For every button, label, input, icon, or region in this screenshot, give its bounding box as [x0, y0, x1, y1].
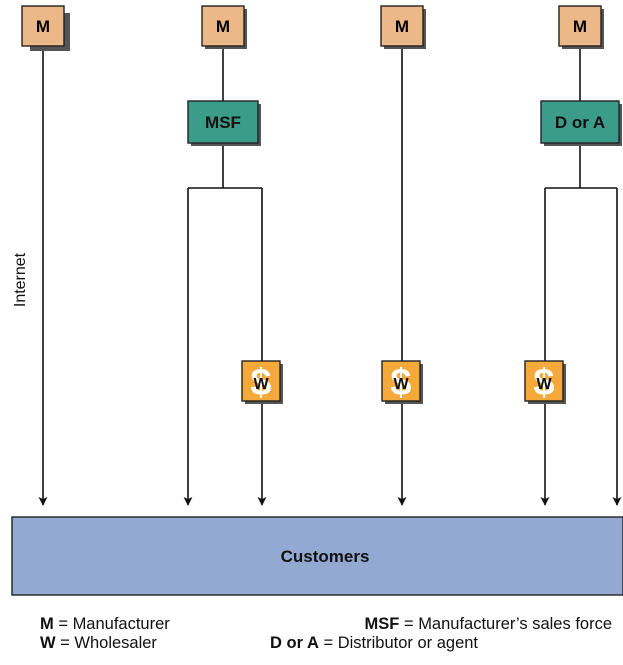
customers-label: Customers: [281, 547, 370, 566]
dollar-sign-icon: $: [250, 362, 271, 404]
wholesaler-label: W: [393, 376, 409, 393]
sales-force-box: MSF: [187, 100, 261, 146]
manufacturer-box-1: M: [21, 5, 70, 51]
wholesaler-label: W: [536, 376, 552, 393]
legend-item-wholesaler: W = Wholesaler: [40, 634, 170, 653]
manufacturer-box-2: M: [201, 5, 247, 49]
legend-sep: =: [399, 615, 419, 633]
wholesaler-box-3: $ W: [524, 360, 566, 404]
wholesaler-label: W: [253, 376, 269, 393]
legend-meaning: Wholesaler: [74, 634, 157, 652]
manufacturer-box-4: M: [558, 5, 604, 49]
legend-item-distributor: D or A = Distributor or agent: [270, 634, 478, 653]
customers-box: Customers: [11, 516, 623, 596]
wholesaler-box-2: $ W: [381, 360, 423, 404]
legend-right-2: D or A = Distributor or agent: [270, 634, 478, 653]
legend-meaning: Manufacturer’s sales force: [418, 615, 612, 633]
wholesaler-box-1: $ W: [241, 360, 283, 404]
manufacturer-label: M: [573, 17, 587, 36]
manufacturer-label: M: [216, 17, 230, 36]
channel-lines: [38, 48, 622, 506]
dollar-sign-icon: $: [390, 362, 411, 404]
legend-abbr: M: [40, 615, 54, 633]
distributor-box: D or A: [540, 100, 622, 146]
internet-label: Internet: [12, 252, 29, 307]
legend-sep: =: [55, 634, 75, 652]
legend-sep: =: [53, 615, 73, 633]
legend-item-sales-force: MSF = Manufacturer’s sales force: [0, 615, 612, 634]
legend-abbr: D or A: [270, 634, 319, 652]
legend-abbr: MSF: [364, 615, 400, 633]
legend-right: MSF = Manufacturer’s sales force: [0, 615, 612, 634]
legend-left: M = Manufacturer W = Wholesaler: [40, 615, 170, 653]
legend-abbr: W: [40, 634, 56, 652]
manufacturer-box-3: M: [380, 5, 426, 49]
manufacturer-label: M: [395, 17, 409, 36]
legend-sep: =: [318, 634, 338, 652]
sales-force-label: MSF: [205, 113, 241, 132]
dollar-sign-icon: $: [533, 362, 554, 404]
distributor-label: D or A: [555, 113, 605, 132]
legend-item-manufacturer: M = Manufacturer: [40, 615, 170, 634]
legend-meaning: Distributor or agent: [337, 634, 479, 652]
legend-meaning: Manufacturer: [72, 615, 170, 633]
manufacturer-label: M: [36, 17, 50, 36]
